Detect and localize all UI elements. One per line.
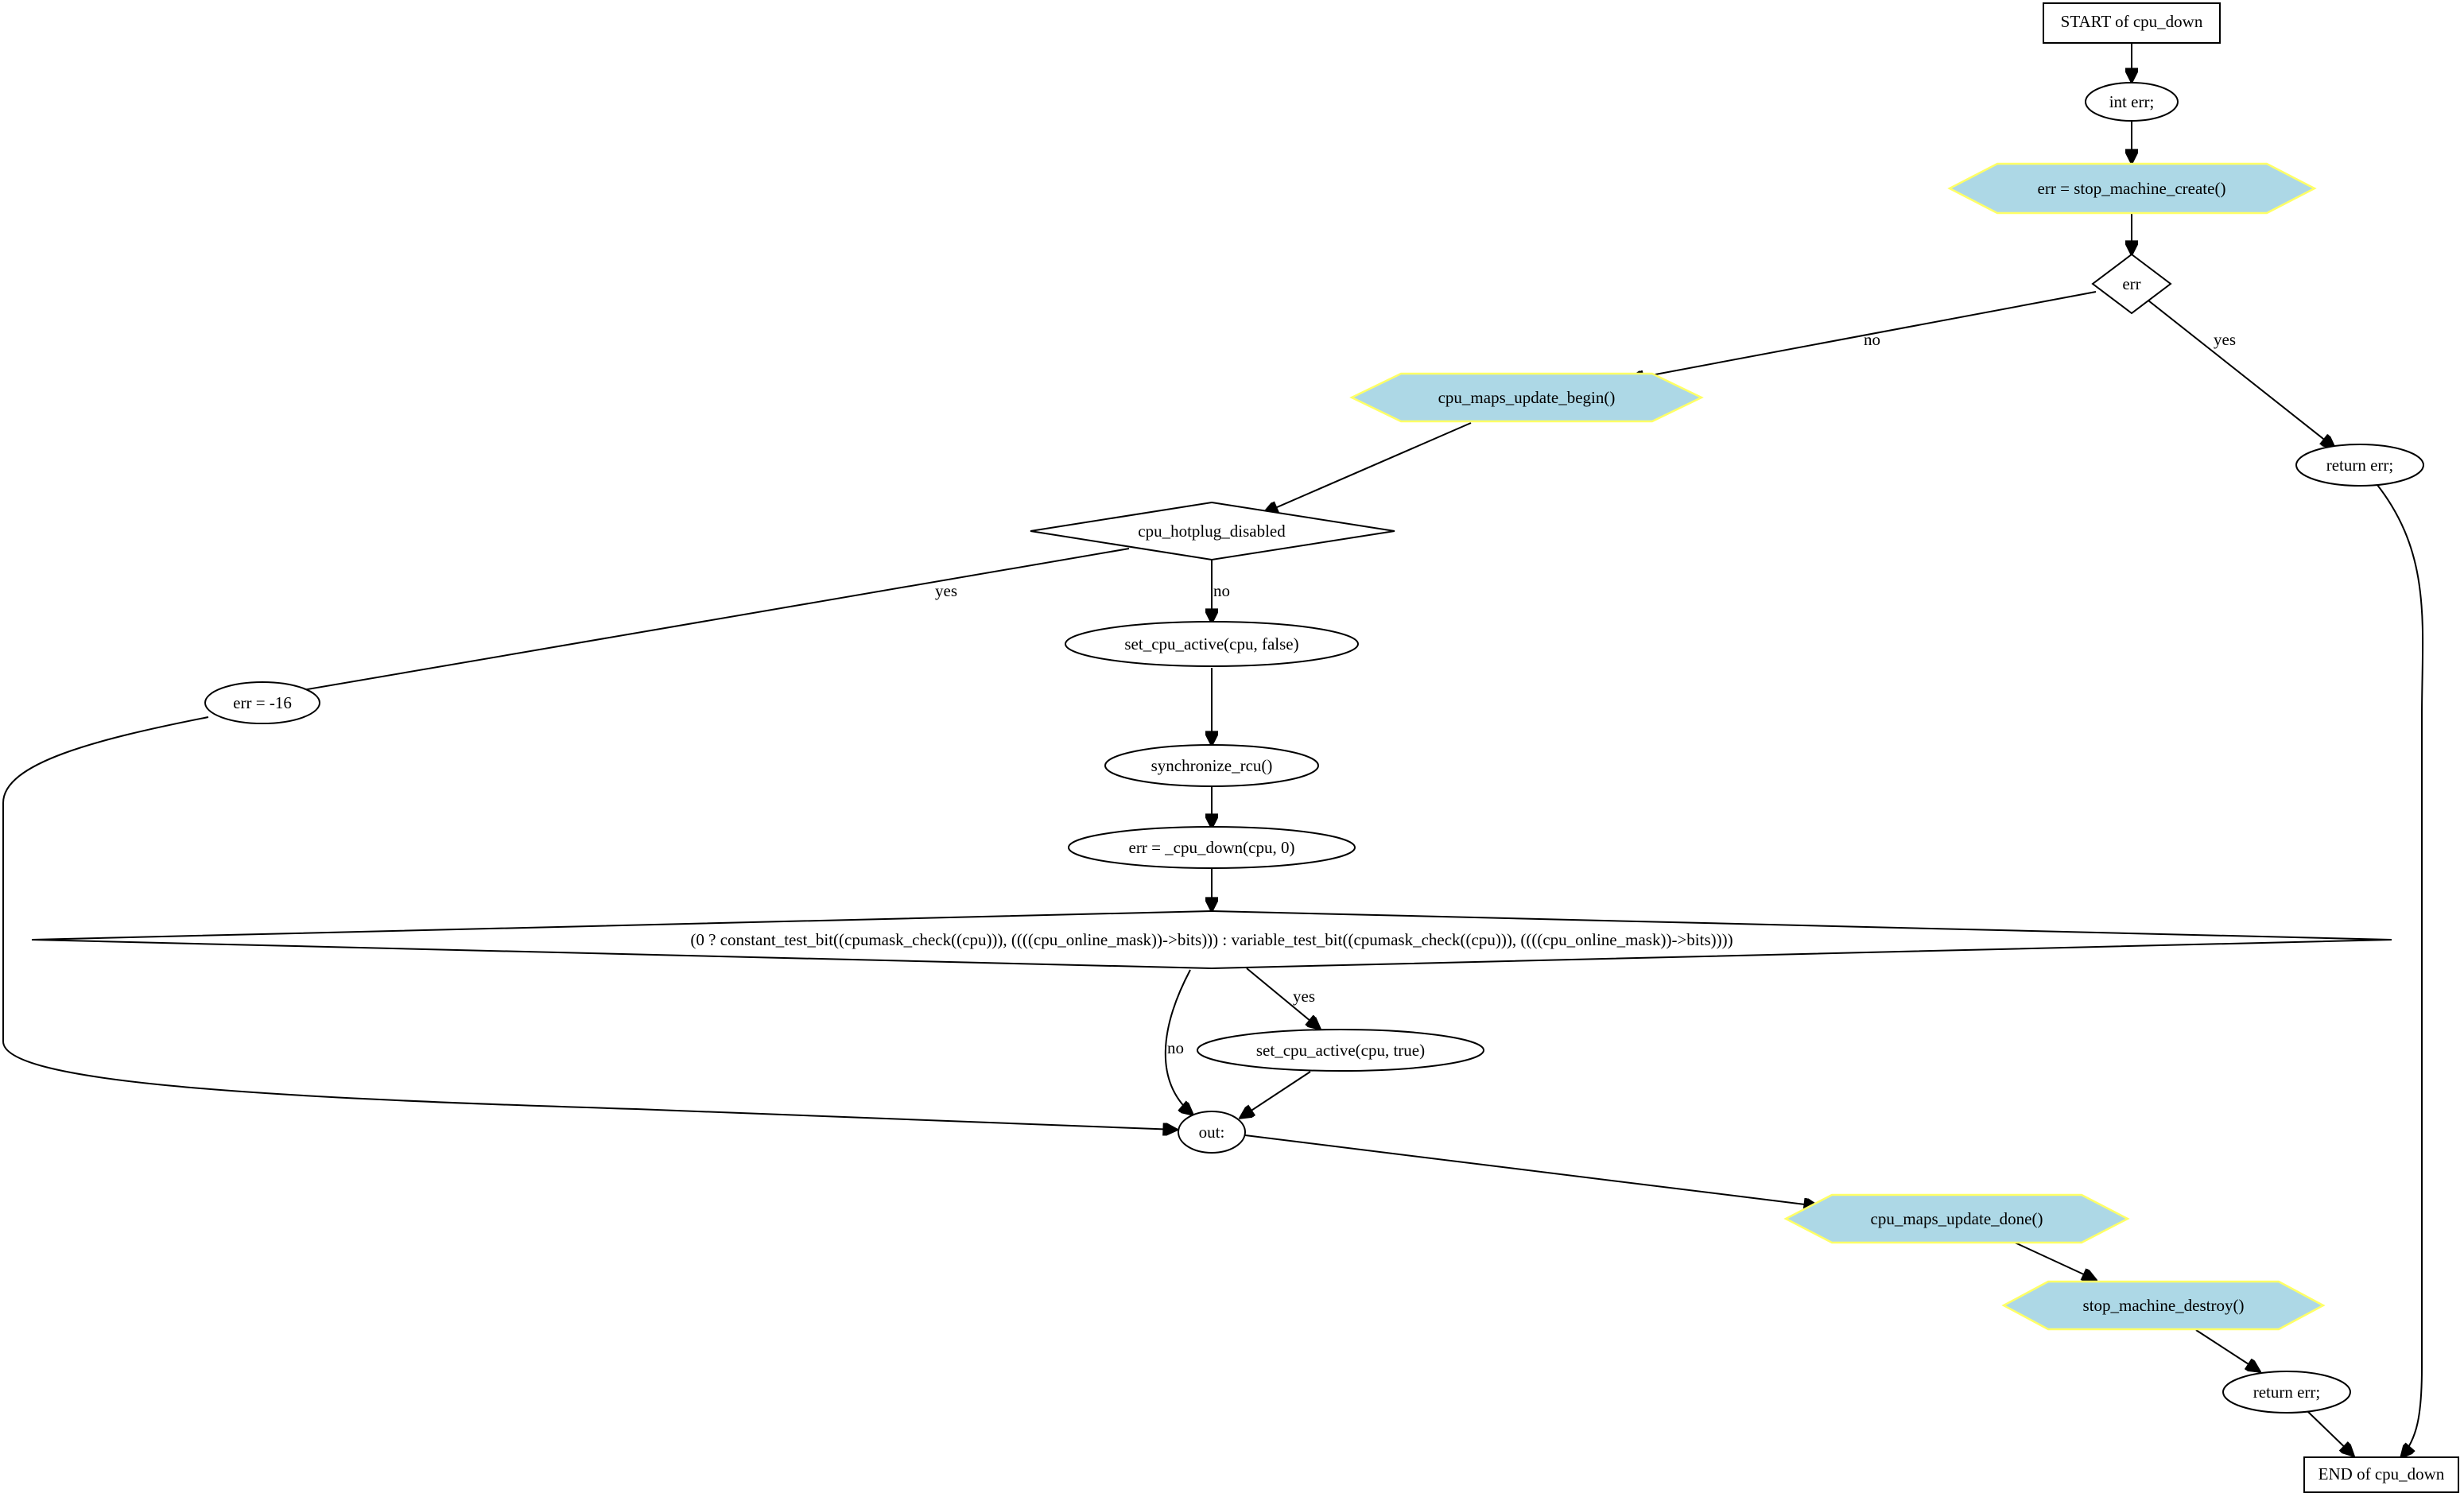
edge-set-active-true-to-out — [1240, 1071, 1311, 1118]
hotplug-disabled-label: cpu_hotplug_disabled — [1138, 522, 1286, 541]
return-err-early-node: return err; — [2295, 444, 2424, 487]
start-label: START of cpu_down — [2061, 12, 2203, 31]
hotplug-disabled-decision: cpu_hotplug_disabled — [1030, 501, 1395, 561]
check-err-decision: err — [2091, 253, 2172, 315]
return-err-final-node: return err; — [2222, 1371, 2351, 1414]
edge-return-to-end — [2377, 484, 2424, 1457]
decl-err-node: int err; — [2085, 82, 2179, 122]
edge-label-online-no: no — [1167, 1038, 1184, 1057]
cpu-down-label: err = _cpu_down(cpu, 0) — [1129, 838, 1295, 857]
out-label-text: out: — [1199, 1123, 1225, 1142]
set-cpu-active-true-node: set_cpu_active(cpu, true) — [1197, 1029, 1484, 1072]
err-ebusy-node: err = -16 — [204, 681, 320, 724]
start-node: START of cpu_down — [2043, 2, 2221, 44]
err-ebusy-label: err = -16 — [233, 693, 292, 712]
edge-ebusy-to-out — [2, 716, 1177, 1130]
stop-machine-destroy-node: stop_machine_destroy() — [2001, 1280, 2326, 1331]
return-err-early-label: return err; — [2326, 456, 2394, 475]
edge-label-err-no: no — [1864, 330, 1880, 349]
end-node: END of cpu_down — [2303, 1456, 2459, 1493]
out-label-node: out: — [1178, 1111, 1246, 1154]
end-label: END of cpu_down — [2318, 1464, 2445, 1483]
edge-label-err-yes: yes — [2214, 330, 2236, 349]
cpu-maps-update-done-label: cpu_maps_update_done() — [1871, 1209, 2043, 1228]
edges — [2, 43, 2424, 1457]
decl-err-label: int err; — [2109, 92, 2155, 111]
stop-machine-destroy-label: stop_machine_destroy() — [2083, 1296, 2245, 1315]
check-err-label: err — [2122, 274, 2140, 293]
edge-maps-done-to-destroy — [2012, 1241, 2096, 1280]
edge-label-hotplug-no: no — [1213, 581, 1230, 600]
edge-label-hotplug-yes: yes — [935, 581, 957, 600]
cpu-maps-update-begin-node: cpu_maps_update_begin() — [1349, 372, 1704, 423]
cpu-maps-update-done-node: cpu_maps_update_done() — [1783, 1193, 2130, 1244]
edge-online-no-to-out — [1164, 969, 1193, 1115]
check-online-decision: (0 ? constant_test_bit((cpumask_check((c… — [31, 909, 2392, 970]
synchronize-rcu-node: synchronize_rcu() — [1104, 744, 1319, 787]
edge-label-online-yes: yes — [1293, 987, 1315, 1006]
check-online-label: (0 ? constant_test_bit((cpumask_check((c… — [690, 930, 1733, 949]
edge-destroy-to-return — [2195, 1329, 2260, 1371]
nodes: START of cpu_down int err; err = stop_ma… — [31, 2, 2459, 1493]
edge-out-to-maps-done — [1244, 1134, 1818, 1206]
set-cpu-active-true-label: set_cpu_active(cpu, true) — [1256, 1041, 1425, 1060]
edge-online-yes-to-set-active-true — [1246, 968, 1320, 1029]
synchronize-rcu-label: synchronize_rcu() — [1151, 756, 1273, 775]
stop-machine-create-node: err = stop_machine_create() — [1947, 162, 2317, 215]
cpu-maps-update-begin-label: cpu_maps_update_begin() — [1438, 388, 1616, 407]
stop-machine-create-label: err = stop_machine_create() — [2038, 179, 2226, 198]
set-cpu-active-false-label: set_cpu_active(cpu, false) — [1124, 634, 1298, 653]
edge-check-no-to-maps-begin — [1630, 291, 2097, 379]
edge-return-to-end-final — [2307, 1410, 2353, 1456]
return-err-final-label: return err; — [2253, 1383, 2321, 1402]
edge-labels: no yes yes no yes no — [935, 330, 2236, 1057]
set-cpu-active-false-node: set_cpu_active(cpu, false) — [1065, 621, 1359, 667]
edge-hotplug-yes-to-ebusy — [280, 548, 1130, 694]
edge-check-yes-to-return — [2148, 300, 2334, 448]
edge-maps-begin-to-hotplug — [1264, 422, 1472, 513]
cpu-down-node: err = _cpu_down(cpu, 0) — [1068, 826, 1356, 869]
